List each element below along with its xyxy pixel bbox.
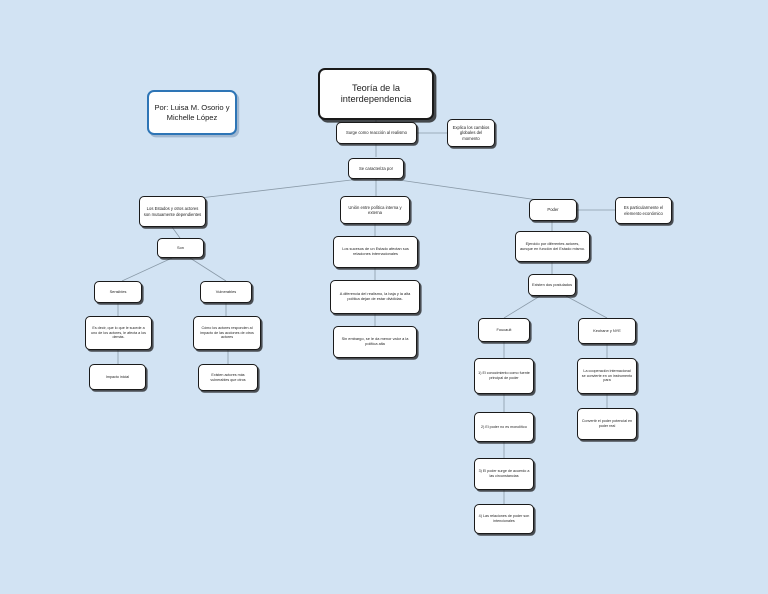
node-vulnerables-label: Vulnerables (215, 288, 237, 294)
node-vulnerables-desc[interactable]: Cómo los actores responden al impacto de… (193, 316, 261, 350)
node-sucesos[interactable]: Los sucesos de un Estado afectan sus rel… (333, 236, 418, 268)
node-caracteriza-label: Se caracteriza por (359, 165, 393, 171)
node-title-label: Teoría de la interdependencia (340, 82, 412, 104)
node-sucesos-label: Los sucesos de un Estado afectan sus rel… (342, 246, 409, 256)
node-union[interactable]: Unión entre política interna y externa (340, 196, 410, 224)
node-keohane-2-label: Convertir el poder potencial en poder re… (581, 419, 633, 428)
node-sin-embargo-label: Sin embargo, se le da menor valor a la p… (341, 336, 409, 346)
node-estados[interactable]: Los Estados y otros actores son mutuamen… (139, 196, 206, 227)
node-foucault-3-label: 3) El poder surge de acuerdo a las circu… (478, 469, 530, 478)
node-existen-actores[interactable]: Existen actores más vulnerables que otro… (198, 364, 258, 391)
node-economico[interactable]: Es particularmente el elemento económico (615, 197, 672, 224)
node-foucault-4-label: 4) Las relaciones de poder son intencion… (478, 514, 530, 523)
node-explica[interactable]: Explica los cambios globales del momento (447, 119, 495, 147)
node-realismo[interactable]: A diferencia del realismo, la baja y la … (330, 280, 420, 314)
node-ejercido[interactable]: Ejercido por diferentes actores, aunque … (515, 231, 590, 262)
node-keohane-2[interactable]: Convertir el poder potencial en poder re… (577, 408, 637, 440)
node-poder-label: Poder (547, 207, 559, 213)
node-author-label: Por: Luisa M. Osorio y Michelle López (154, 103, 230, 122)
node-surge[interactable]: Surge como reacción al realismo (336, 122, 417, 144)
node-explica-label: Explica los cambios globales del momento (452, 125, 490, 141)
node-impacto-label: Impacto inicial (105, 374, 130, 379)
node-caracteriza[interactable]: Se caracteriza por (348, 158, 404, 179)
node-keohane-1-label: La cooperación internacional se conviert… (581, 369, 633, 383)
node-foucault-3[interactable]: 3) El poder surge de acuerdo a las circu… (474, 458, 534, 490)
node-keohane[interactable]: Keohane y NYE (578, 318, 636, 344)
node-vulnerables[interactable]: Vulnerables (200, 281, 252, 303)
node-poder[interactable]: Poder (529, 199, 577, 221)
node-ejercido-label: Ejercido por diferentes actores, aunque … (519, 240, 586, 251)
node-union-label: Unión entre política interna y externa (348, 204, 402, 215)
node-author[interactable]: Por: Luisa M. Osorio y Michelle López (147, 90, 237, 135)
node-realismo-label: A diferencia del realismo, la baja y la … (339, 291, 411, 301)
node-postulados-label: Existen dos postulados (532, 281, 573, 287)
node-sin-embargo[interactable]: Sin embargo, se le da menor valor a la p… (333, 326, 417, 358)
node-keohane-label: Keohane y NYE (593, 327, 621, 333)
node-sensibles-desc-label: Es decir, que lo que le sucede a uno de … (91, 326, 146, 340)
node-foucault-label: Foucault (496, 326, 512, 332)
node-foucault-2-label: 2) El poder no es monolítico (481, 424, 527, 429)
node-son[interactable]: Son (157, 238, 204, 258)
node-impacto[interactable]: Impacto inicial (89, 364, 146, 390)
node-foucault-1[interactable]: 1) El conocimiento como fuente principal… (474, 358, 534, 394)
node-estados-label: Los Estados y otros actores son mutuamen… (143, 206, 202, 217)
node-sensibles[interactable]: Sensibles (94, 281, 142, 303)
node-sensibles-desc[interactable]: Es decir, que lo que le sucede a uno de … (85, 316, 152, 350)
node-sensibles-label: Sensibles (109, 288, 127, 294)
node-foucault-1-label: 1) El conocimiento como fuente principal… (478, 371, 530, 380)
node-foucault-4[interactable]: 4) Las relaciones de poder son intencion… (474, 504, 534, 534)
node-existen-actores-label: Existen actores más vulnerables que otro… (210, 372, 246, 382)
node-title[interactable]: Teoría de la interdependencia (318, 68, 434, 120)
node-son-label: Son (177, 244, 184, 250)
node-keohane-1[interactable]: La cooperación internacional se conviert… (577, 358, 637, 394)
node-foucault-2[interactable]: 2) El poder no es monolítico (474, 412, 534, 442)
node-vulnerables-desc-label: Cómo los actores responden al impacto de… (200, 326, 254, 340)
node-surge-label: Surge como reacción al realismo (346, 130, 407, 136)
node-foucault[interactable]: Foucault (478, 318, 530, 342)
node-postulados[interactable]: Existen dos postulados (528, 274, 576, 296)
node-economico-label: Es particularmente el elemento económico (623, 205, 664, 216)
